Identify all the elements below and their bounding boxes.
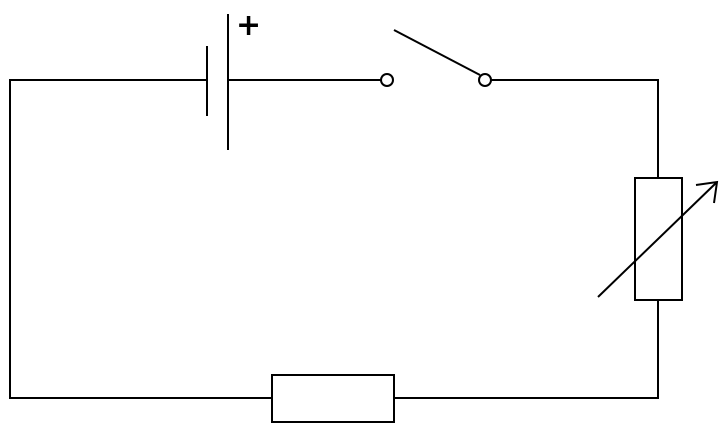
open-switch — [380, 29, 492, 87]
variable-resistor — [597, 177, 719, 301]
battery-cell — [206, 14, 229, 150]
battery-positive-label: + — [236, 8, 261, 43]
variable-arrow-head-icon — [695, 180, 719, 204]
switch-terminal-right — [478, 73, 492, 87]
variable-arrow-shaft — [597, 182, 717, 298]
wire-rheostat-to-resistor — [394, 300, 659, 399]
switch-lever — [393, 29, 481, 76]
switch-terminal-left — [380, 73, 394, 87]
wire-left-top — [9, 79, 272, 399]
wire-switch-to-rheostat — [490, 79, 659, 178]
fixed-resistor — [271, 374, 395, 423]
